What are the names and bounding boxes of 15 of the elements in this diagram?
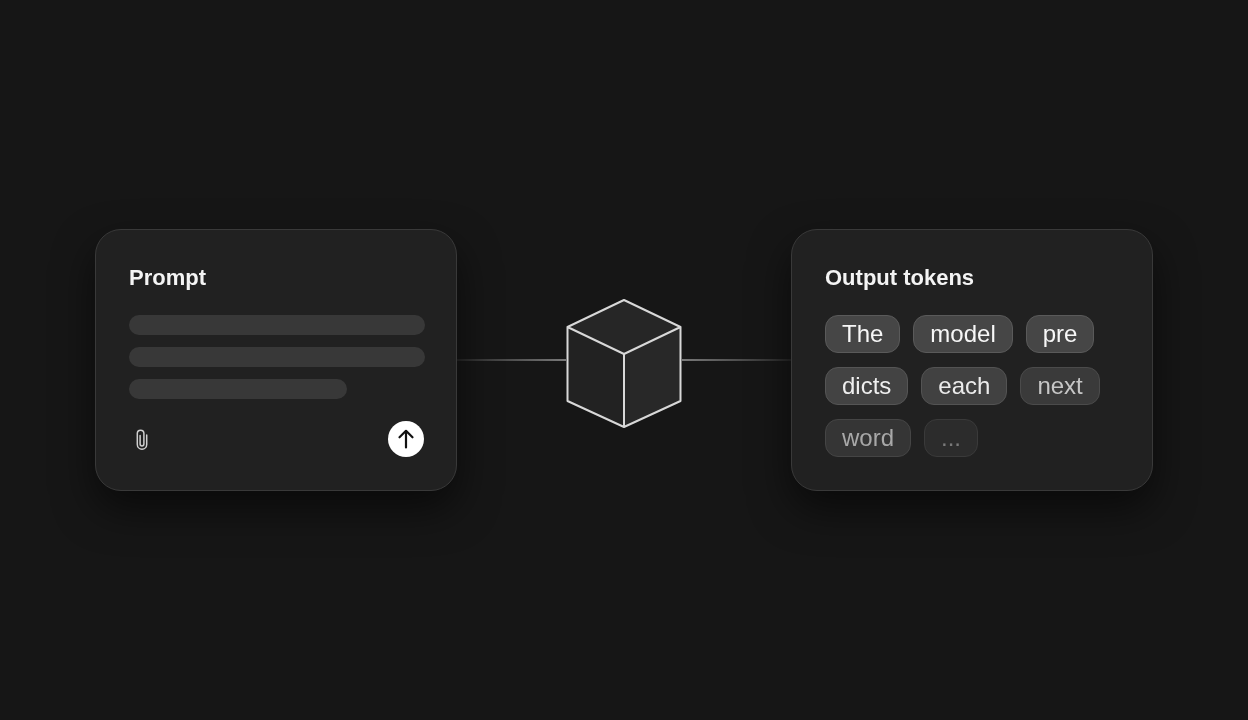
token-chip: dicts [825, 367, 909, 405]
token-chip: each [921, 367, 1008, 405]
prompt-card [95, 229, 457, 491]
token-chip: The [825, 315, 901, 353]
token-chip: next [1020, 367, 1100, 405]
output-card [791, 229, 1153, 491]
connector-line [681, 359, 792, 361]
token-chip: ... [924, 419, 979, 457]
token-chip: model [913, 315, 1013, 353]
token-chip: word [825, 419, 912, 457]
cube [566, 298, 682, 429]
connector-line [456, 359, 567, 361]
token-chip: pre [1025, 315, 1095, 353]
card-title: Prompt [129, 265, 206, 291]
card-title: Output tokens [825, 265, 975, 291]
